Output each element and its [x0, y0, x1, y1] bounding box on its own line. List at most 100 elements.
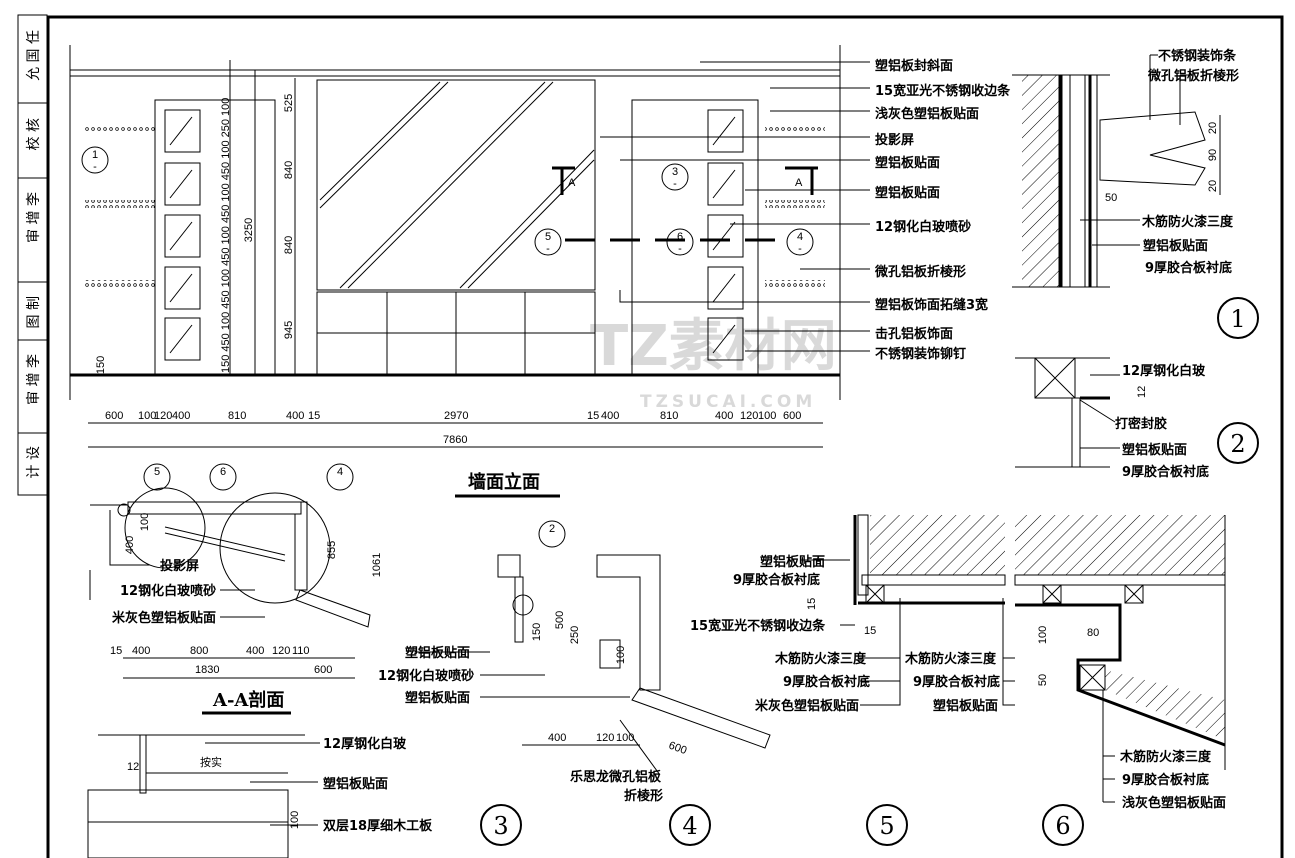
- strip-cell: 允 国 任: [26, 30, 42, 81]
- drawing-text: 120: [154, 410, 172, 422]
- drawing-text: -: [678, 243, 682, 255]
- drawing-text: 50: [1037, 674, 1049, 686]
- drawing-text: 120: [272, 645, 290, 657]
- drawing-text: 2: [549, 523, 555, 535]
- drawing-text: 9厚胶合板衬底: [913, 674, 1000, 690]
- drawing-text: 810: [228, 410, 246, 422]
- drawing-text: 15: [864, 625, 876, 637]
- detail-1: 不锈钢装饰条 微孔铝板折棱形 20 90 20 50 木筋防火漆三度 塑铝板贴面…: [1012, 48, 1259, 339]
- elevation-labels: 塑铝板封斜面 15宽亚光不锈钢收边条 浅灰色塑铝板贴面 投影屏 塑铝板贴面 塑铝…: [600, 58, 1011, 362]
- drawing-text: 米灰色塑铝板贴面: [755, 698, 859, 714]
- drawing-text: 7860: [443, 434, 467, 446]
- elevation-title: 墙面立面: [468, 471, 540, 493]
- section-aa: 5 6 4 投影屏 12钢化白玻喷砂 米灰色塑铝板贴面 400 100 855 …: [89, 463, 383, 679]
- drawing-text: 100: [1037, 626, 1049, 644]
- horizontal-dims: 600 100 120 400 810 400 15 2970 15 400 8…: [105, 410, 801, 446]
- drawing-text: 80: [1087, 627, 1099, 639]
- drawing-text: 9厚胶合板衬底: [1122, 464, 1209, 480]
- strip-cell: 审 增 李: [26, 192, 42, 243]
- drawing-text: 3: [493, 812, 508, 840]
- drawing-text: 400: [286, 410, 304, 422]
- drawing-text: 6: [677, 231, 683, 243]
- perforated-strips: [85, 125, 825, 288]
- drawing-text: TZSUCAI.COM: [640, 392, 816, 412]
- drawing-text: 90: [1207, 149, 1219, 161]
- drawing-text: 9厚胶合板衬底: [733, 572, 820, 588]
- drawing-text: 按实: [200, 755, 222, 769]
- drawing-text: 塑铝板贴面: [875, 155, 940, 171]
- drawing-text: 840: [283, 236, 295, 254]
- drawing-text: 塑铝板贴面: [760, 554, 825, 570]
- drawing-text: 9厚胶合板衬底: [783, 674, 870, 690]
- drawing-text: 450: [220, 205, 232, 223]
- drawing-text: 塑铝板贴面: [1143, 238, 1208, 254]
- detail-2: 12厚钢化白玻 12 打密封胶 塑铝板贴面 9厚胶合板衬底 2: [1015, 357, 1259, 480]
- section-aa-title: A-A剖面: [212, 689, 284, 711]
- drawing-text: 5: [154, 466, 160, 478]
- strip-cell: 审 增 李: [26, 354, 42, 405]
- drawing-text: 800: [190, 645, 208, 657]
- drawing-text: 12钢化白玻喷砂: [875, 219, 971, 235]
- drawing-text: 400: [601, 410, 619, 422]
- drawing-text: 9厚胶合板衬底: [1122, 772, 1209, 788]
- drawing-text: 100: [220, 312, 232, 330]
- drawing-text: 810: [660, 410, 678, 422]
- drawing-text: 400: [246, 645, 264, 657]
- drawing-text: 折棱形: [624, 788, 663, 804]
- drawing-text: 不锈钢装饰条: [1158, 48, 1237, 64]
- drawing-text: 600: [783, 410, 801, 422]
- drawing-text: 5: [545, 231, 551, 243]
- left-glass-windows: [164, 109, 201, 361]
- drawing-text: 100: [220, 98, 232, 116]
- drawing-text: 400: [132, 645, 150, 657]
- drawing-text: 20: [1207, 122, 1219, 134]
- right-glass-windows: [707, 109, 744, 361]
- drawing-text: 100: [139, 513, 151, 531]
- drawing-frame: [46, 15, 1284, 858]
- wall-elevation: 1- 3- 5- 6- 4- A A 150 450 100 450 100 4…: [69, 45, 1011, 448]
- drawing-text: 1830: [195, 664, 219, 676]
- drawing-text: 塑铝板贴面: [323, 776, 388, 792]
- drawing-text: 乐思龙微孔铝板: [570, 769, 662, 785]
- drawing-text: 855: [326, 541, 338, 559]
- drawing-text: 投影屏: [160, 558, 199, 574]
- drawing-text: 木筋防火漆三度: [774, 651, 867, 667]
- drawing-text: 20: [1207, 180, 1219, 192]
- drawing-text: 4: [797, 231, 803, 243]
- drawing-text: 100: [220, 183, 232, 201]
- strip-cell: 计 设: [26, 446, 42, 478]
- drawing-text: 600: [105, 410, 123, 422]
- drawing-text: 12: [127, 761, 139, 773]
- drawing-text: -: [546, 243, 550, 255]
- drawing-text: 3: [672, 166, 678, 178]
- drawing-text: 4: [337, 466, 343, 478]
- drawing-text: 双层18厚细木工板: [323, 818, 433, 834]
- drawing-text: 9厚胶合板衬底: [1145, 260, 1232, 276]
- drawing-text: 100: [616, 732, 634, 744]
- drawing-text: 3250: [243, 218, 255, 242]
- section-markers: 1- 3- 5- 6- 4- A A: [81, 146, 818, 256]
- drawing-text: 12钢化白玻喷砂: [120, 583, 216, 599]
- drawing-text: 12: [1136, 386, 1148, 398]
- drawing-text: 微孔铝板折棱形: [874, 264, 966, 280]
- drawing-text: 2970: [444, 410, 468, 422]
- drawing-text: 450: [220, 333, 232, 351]
- drawing-text: 米灰色塑铝板贴面: [112, 610, 216, 626]
- drawing-text: 100: [289, 811, 301, 829]
- drawing-text: 15宽亚光不锈钢收边条: [875, 83, 1011, 99]
- drawing-text: A: [568, 177, 576, 189]
- drawing-text: 100: [138, 410, 156, 422]
- drawing-text: 15: [110, 645, 122, 657]
- drawing-text: 150: [531, 623, 543, 641]
- drawing-text: 15: [308, 410, 320, 422]
- drawing-text: 击孔铝板饰面: [875, 326, 953, 342]
- detail-5: 塑铝板贴面 9厚胶合板衬底 15 15宽亚光不锈钢收边条 15 木筋防火漆三度 …: [690, 514, 1006, 846]
- drawing-text: 12厚钢化白玻: [323, 736, 407, 752]
- drawing-text: 400: [715, 410, 733, 422]
- title-block-strip: 允 国 任 校 核 审 增 李 图 制 审 增 李 计 设: [17, 14, 48, 496]
- perforated-panels: [316, 291, 596, 376]
- drawing-text: 浅灰色塑铝板贴面: [875, 106, 979, 122]
- projection-screen: [316, 79, 596, 291]
- drawing-text: 500: [554, 611, 566, 629]
